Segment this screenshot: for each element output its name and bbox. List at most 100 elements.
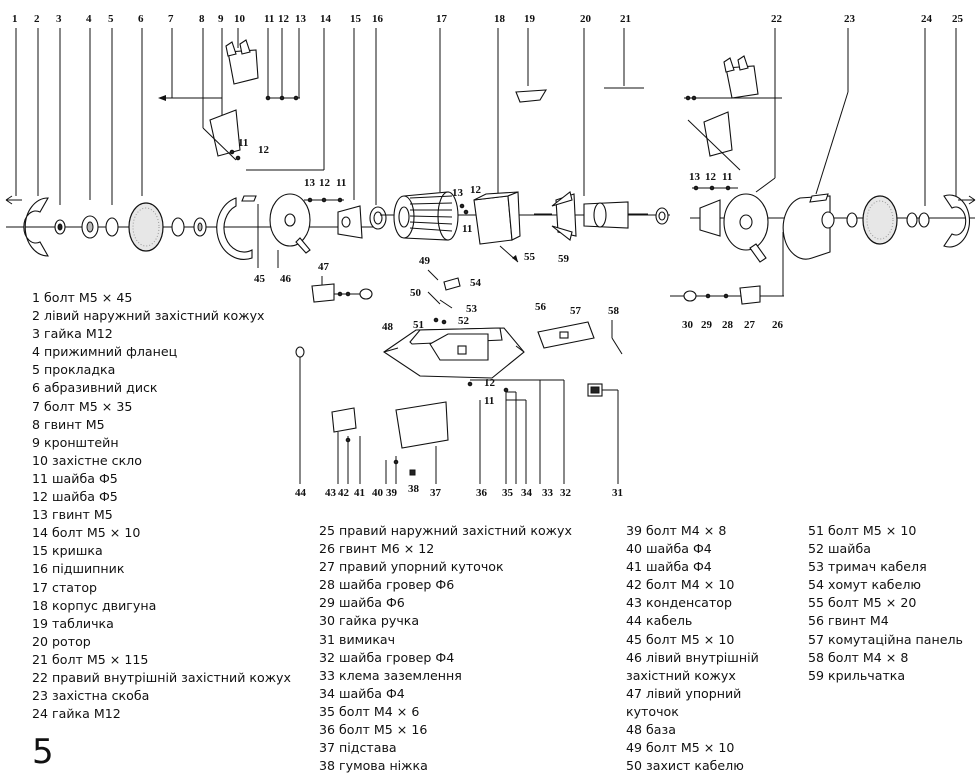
base-plate [395, 401, 449, 449]
callout-mid-13: 13 [452, 187, 464, 199]
callout-56: 56 [535, 301, 547, 313]
callout-10: 10 [234, 13, 246, 25]
part-list-item: 39 болт М4 × 8 [626, 523, 727, 538]
callout-41: 41 [354, 487, 365, 499]
callout-20: 20 [580, 13, 592, 25]
callout-right-11: 11 [722, 171, 732, 183]
part-list-item: 59 крильчатка [808, 667, 906, 683]
callout-30: 30 [682, 319, 694, 331]
part-list-item: 38 гумова ніжка [319, 758, 428, 774]
callout-43: 43 [325, 487, 337, 499]
top-leader-lines [15, 28, 957, 206]
part-list-item: 46 лівий внутрішній [626, 649, 759, 665]
part-list-item: 49 болт М5 × 10 [626, 740, 735, 756]
part-list-item: 12 шайба Ф5 [32, 489, 118, 505]
motor-housing [473, 195, 513, 245]
page-number: 5 [32, 732, 54, 772]
callout-right-13: 13 [689, 171, 701, 183]
part-list-item: 37 підстава [319, 740, 397, 756]
left-wheel-assembly [5, 193, 387, 260]
lower-left-parts: 45 46 47 [254, 204, 373, 303]
part-list-item: 35 болт М4 × 6 [319, 703, 420, 719]
callout-42: 42 [338, 487, 350, 499]
callout-11: 11 [264, 13, 274, 25]
part-list-item: 18 корпус двигуна [32, 597, 157, 613]
callout-13: 13 [295, 13, 307, 25]
eye-shield-left: 11 12 [158, 39, 300, 161]
callout-18: 18 [494, 13, 506, 25]
callout-7: 7 [168, 13, 174, 25]
base-assembly: 49 54 50 53 51 52 48 55 59 56 57 58 [382, 251, 623, 379]
callout-6: 6 [138, 13, 144, 25]
callout-25: 25 [952, 13, 964, 25]
callout-48: 48 [382, 321, 394, 333]
callout-mid-11: 11 [462, 223, 472, 235]
part-list-item: 14 болт М5 × 10 [32, 525, 141, 541]
part-list-item: 54 хомут кабелю [808, 577, 921, 593]
callout-3: 3 [56, 13, 62, 25]
part-list-item: 42 болт М4 × 10 [626, 577, 735, 593]
part-list-item: 1 болт М5 × 45 [32, 290, 133, 305]
part-list-item: 23 захістна скоба [32, 688, 150, 704]
part-list-item: 19 табличка [32, 615, 114, 631]
callout-35: 35 [502, 487, 514, 499]
callout-50: 50 [410, 287, 422, 299]
top-callout-labels: 1 2 3 4 5 6 7 8 9 10 11 12 13 14 15 16 1… [12, 13, 964, 25]
part-list-item: 55 болт М5 × 20 [808, 595, 917, 611]
callout-4: 4 [86, 13, 92, 25]
capacitor [331, 407, 357, 433]
outer-guard-left [23, 197, 49, 257]
callout-39: 39 [386, 487, 398, 499]
part-list-item: 28 шайба гровер Ф6 [319, 577, 455, 593]
part-list-item: 40 шайба Ф4 [626, 541, 712, 557]
nameplate [515, 89, 548, 103]
callout-5: 5 [108, 13, 114, 25]
callout-24: 24 [921, 13, 933, 25]
callout-38: 38 [408, 483, 420, 495]
callout-53: 53 [466, 303, 478, 315]
part-list-item: 4 прижимний фланец [32, 344, 178, 360]
part-list-item: захістний кожух [626, 667, 736, 683]
callout-36: 36 [476, 487, 488, 499]
callout-54: 54 [470, 277, 482, 289]
abrasive-disc-left [128, 202, 164, 252]
part-list-item: 21 болт М5 × 115 [32, 651, 149, 667]
callout-15: 15 [350, 13, 362, 25]
part-list-item: 41 шайба Ф4 [626, 559, 712, 575]
abrasive-disc-right [862, 195, 898, 245]
callout-right-12: 12 [705, 171, 717, 183]
part-list-item: 31 вимикач [319, 631, 396, 647]
callout-32: 32 [560, 487, 572, 499]
screw-group-left: 13 12 11 [304, 177, 346, 203]
callout-bracket-11: 11 [238, 137, 248, 149]
callout-27: 27 [744, 319, 756, 331]
part-list-item: 16 підшипник [32, 561, 125, 577]
part-list-item: 24 гайка М12 [32, 706, 121, 722]
callout-9: 9 [218, 13, 224, 25]
callout-23: 23 [844, 13, 856, 25]
callout-16: 16 [372, 13, 384, 25]
part-list-item: 5 прокладка [32, 362, 116, 378]
part-list-item: 22 правий внутрішній захістний кожух [32, 669, 291, 685]
right-lower-parts: 30 29 28 27 26 [670, 232, 784, 331]
callout-49: 49 [419, 255, 431, 267]
callout-17: 17 [436, 13, 448, 25]
callout-19: 19 [524, 13, 536, 25]
callout-44: 44 [295, 487, 307, 499]
callout-14: 14 [320, 13, 332, 25]
part-list-item: 53 тримач кабеля [808, 559, 927, 575]
callout-21: 21 [620, 13, 631, 25]
callout-26: 26 [772, 319, 784, 331]
callout-29: 29 [701, 319, 713, 331]
callout-51: 51 [413, 319, 424, 331]
callout-46: 46 [280, 273, 292, 285]
callout-58: 58 [608, 305, 620, 317]
part-list-item: 50 захист кабелю [626, 758, 744, 774]
parts-list-column-3: 39 болт М4 × 8 40 шайба Ф4 41 шайба Ф4 42 б… [626, 522, 759, 775]
bolt-1 [5, 195, 22, 205]
callout-bracket-12: 12 [258, 144, 270, 156]
part-list-item: 17 статор [32, 579, 98, 595]
